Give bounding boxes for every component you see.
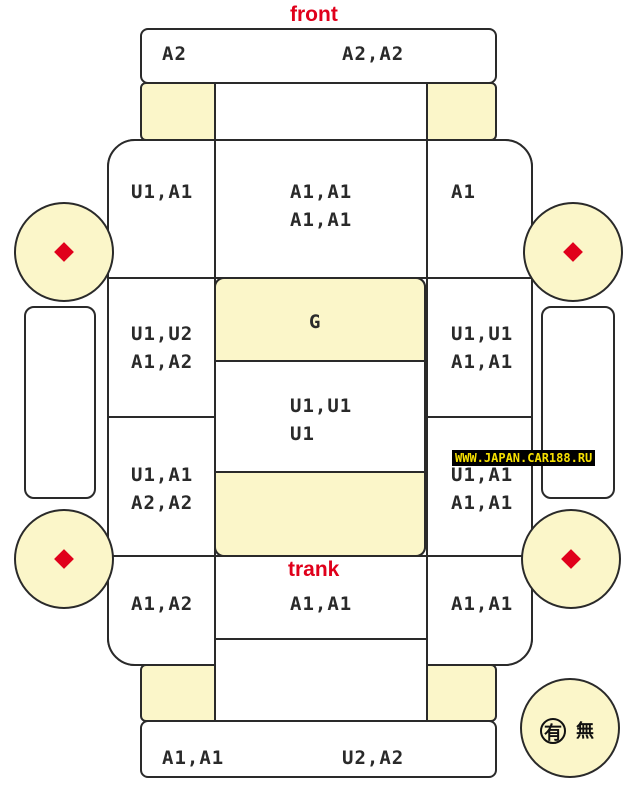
right-front-fender — [426, 139, 533, 279]
legend-circle — [520, 678, 620, 778]
trunk-label: trank — [288, 558, 340, 581]
right-mirror — [541, 306, 615, 499]
right-rear-fender-text: A1,A1 — [451, 593, 514, 615]
left-front-door-text-line1: U1,U2 — [131, 323, 194, 345]
legend-yes-text: 有 — [544, 723, 562, 744]
front-right-headlight — [426, 82, 497, 141]
front-label: front — [290, 3, 338, 26]
left-rear-door-text-line1: U1,A1 — [131, 464, 194, 486]
windshield-text: G — [309, 311, 322, 333]
right-rear-door-text-line2: A1,A1 — [451, 492, 514, 514]
front-left-headlight — [140, 82, 216, 141]
left-front-door — [107, 277, 216, 418]
front-bumper — [140, 28, 497, 84]
front-right-wheel — [523, 202, 623, 302]
left-front-fender-text: U1,A1 — [131, 181, 194, 203]
damage-marker-icon — [54, 242, 74, 262]
damage-marker-icon — [561, 549, 581, 569]
hood — [214, 139, 428, 279]
front-bumper-left-text: A2 — [162, 43, 187, 65]
right-rear-door — [426, 416, 533, 557]
trunk-lid-text: A1,A1 — [290, 593, 353, 615]
legend-yes-circle-icon — [540, 718, 566, 744]
roof-text-line2: U1 — [290, 423, 315, 445]
rear-bumper-right-text: U2,A2 — [342, 747, 405, 769]
rear-left-taillight — [140, 664, 216, 722]
left-rear-fender-text: A1,A2 — [131, 593, 194, 615]
damage-marker-icon — [54, 549, 74, 569]
right-front-door-text-line2: A1,A1 — [451, 351, 514, 373]
right-rear-door-text-line1: U1,A1 — [451, 464, 514, 486]
rear-panel — [214, 638, 428, 722]
rear-window — [214, 471, 426, 557]
left-mirror — [24, 306, 96, 499]
windshield — [214, 277, 426, 362]
rear-left-wheel — [14, 509, 114, 609]
front-grille — [214, 82, 428, 141]
front-bumper-right-text: A2,A2 — [342, 43, 405, 65]
watermark-label: WWW.JAPAN.CAR188.RU — [452, 450, 596, 466]
rear-right-taillight — [426, 664, 497, 722]
hood-text-line1: A1,A1 — [290, 181, 353, 203]
right-front-fender-text: A1 — [451, 181, 476, 203]
front-left-wheel — [14, 202, 114, 302]
damage-marker-icon — [563, 242, 583, 262]
rear-bumper-left-text: A1,A1 — [162, 747, 225, 769]
left-rear-door-text-line2: A2,A2 — [131, 492, 194, 514]
hood-text-line2: A1,A1 — [290, 209, 353, 231]
roof-text-line1: U1,U1 — [290, 395, 353, 417]
roof — [214, 360, 426, 473]
rear-right-wheel — [521, 509, 621, 609]
left-front-fender — [107, 139, 216, 279]
legend-no-text: 無 — [576, 721, 594, 742]
rear-bumper — [140, 720, 497, 778]
left-front-door-text-line2: A1,A2 — [131, 351, 194, 373]
right-front-door-text-line1: U1,U1 — [451, 323, 514, 345]
right-front-door — [426, 277, 533, 418]
